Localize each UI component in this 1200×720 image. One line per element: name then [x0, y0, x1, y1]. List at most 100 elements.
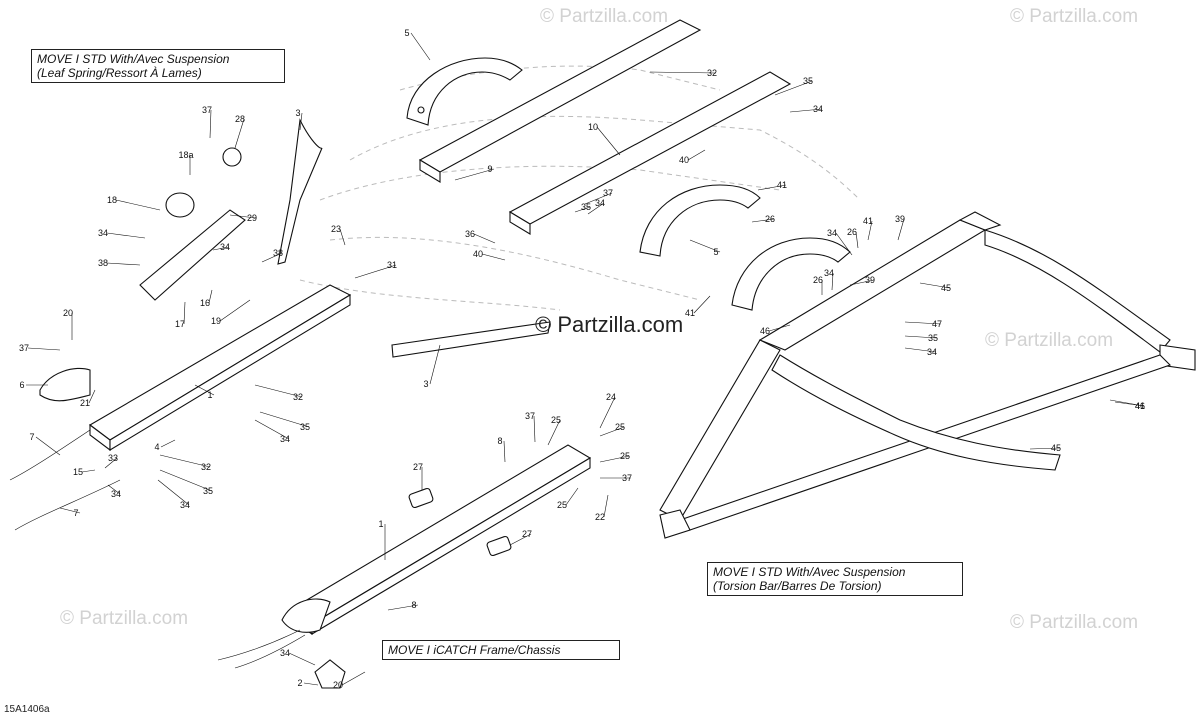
tongue-assembly-icatch	[217, 444, 592, 689]
callout-label: 45	[941, 283, 951, 293]
callout-leader	[259, 411, 310, 428]
callout-label: 46	[760, 326, 770, 336]
leaf-spring-10	[418, 19, 792, 235]
caption-line: MOVE I iCATCH Frame/Chassis	[388, 643, 561, 657]
callout-label: 10	[588, 122, 598, 132]
callout-label: 19	[211, 316, 221, 326]
callout-label: 35	[928, 333, 938, 343]
callout-leader	[509, 533, 532, 546]
tongue-assembly-leaf	[9, 147, 352, 531]
callout-label: 20	[63, 308, 73, 318]
callout-leader	[547, 419, 561, 446]
callout-leader	[849, 279, 875, 286]
callout-leader	[768, 324, 791, 332]
callout-leader	[429, 344, 441, 385]
callout-label: 8	[497, 436, 502, 446]
callout-leader	[835, 232, 853, 256]
callout-leader	[261, 252, 283, 263]
callout-label: 31	[387, 260, 397, 270]
callout-leader	[387, 604, 419, 611]
callout-leader	[587, 202, 605, 215]
callout-leader	[303, 682, 319, 686]
callout-leader	[603, 494, 609, 518]
callout-label: 34	[111, 489, 121, 499]
callout-leader	[689, 239, 721, 253]
callout-leader	[687, 149, 706, 161]
callout-leader	[584, 192, 613, 205]
callout-leader	[106, 262, 141, 266]
callout-leader	[751, 218, 775, 223]
callout-label: 37	[622, 473, 632, 483]
callout-label: 1	[378, 519, 383, 529]
callout-label: 7	[73, 508, 78, 518]
callout-label: 34	[220, 242, 230, 252]
callout-leader	[81, 469, 96, 473]
fender-middle	[639, 184, 761, 257]
callout-leader	[574, 206, 591, 213]
callout-leader	[649, 71, 717, 74]
callout-label: 35	[300, 422, 310, 432]
callout-leader	[904, 347, 937, 353]
callout-label: 36	[465, 229, 475, 239]
callout-leader	[157, 479, 190, 506]
callout-leader	[209, 109, 212, 139]
callout-label: 26	[847, 227, 857, 237]
diagram-code: 15A1406a	[4, 704, 50, 715]
callout-label: 26	[813, 275, 823, 285]
callout-leader	[208, 289, 213, 304]
callout-label: 35	[581, 202, 591, 212]
callout-leader	[867, 220, 873, 241]
watermark: © Partzilla.com	[1010, 612, 1139, 633]
callout-label: 3	[295, 108, 300, 118]
callout-leader	[904, 321, 942, 325]
callout-label: 18	[107, 195, 117, 205]
callout-label: 35	[203, 486, 213, 496]
callout-label: 34	[595, 198, 605, 208]
callout-label: 34	[98, 228, 108, 238]
callout-leader	[219, 299, 251, 322]
callout-label: 4	[154, 442, 159, 452]
callout-label: 41	[863, 216, 873, 226]
callout-label: 34	[927, 347, 937, 357]
callout-leader	[27, 347, 61, 351]
callout-leader	[212, 246, 230, 251]
torsion-frame	[659, 211, 1196, 539]
callout-leader	[160, 439, 176, 448]
callout-label: 25	[620, 451, 630, 461]
callout-leader	[159, 469, 213, 492]
callout-label: 25	[557, 500, 567, 510]
callout-leader	[774, 80, 813, 96]
callout-label: 32	[707, 68, 717, 78]
callout-label: 5	[713, 247, 718, 257]
callout-leader	[454, 168, 495, 181]
callout-leader	[299, 112, 303, 131]
callout-label: 40	[679, 155, 689, 165]
callout-label: 37	[19, 343, 29, 353]
callout-label: 41	[685, 308, 695, 318]
callout-label: 33	[108, 453, 118, 463]
callout-label: 7	[29, 432, 34, 442]
callout-leader	[183, 301, 186, 325]
leaf-spring-3-exploded	[277, 118, 551, 358]
callout-leader	[104, 457, 118, 469]
callout-leader	[565, 487, 579, 506]
callout-label: 8	[411, 600, 416, 610]
callout-label: 38	[98, 258, 108, 268]
callout-label: 2	[297, 678, 302, 688]
caption-line: (Leaf Spring/Ressort À Lames)	[37, 66, 202, 80]
callout-leader	[1114, 401, 1145, 407]
callout-label: 37	[525, 411, 535, 421]
callout-label: 45	[1051, 443, 1061, 453]
caption-line: (Torsion Bar/Barres De Torsion)	[713, 579, 882, 593]
callout-leader	[599, 455, 630, 463]
callout-leader	[473, 233, 496, 244]
callout-leader	[339, 228, 346, 246]
callout-label: 18a	[178, 150, 193, 160]
callout-label: 24	[606, 392, 616, 402]
callout-label: 27	[413, 462, 423, 472]
callout-label: 46	[1135, 401, 1145, 411]
callout-label: 35	[803, 76, 813, 86]
watermark: © Partzilla.com	[540, 6, 669, 27]
